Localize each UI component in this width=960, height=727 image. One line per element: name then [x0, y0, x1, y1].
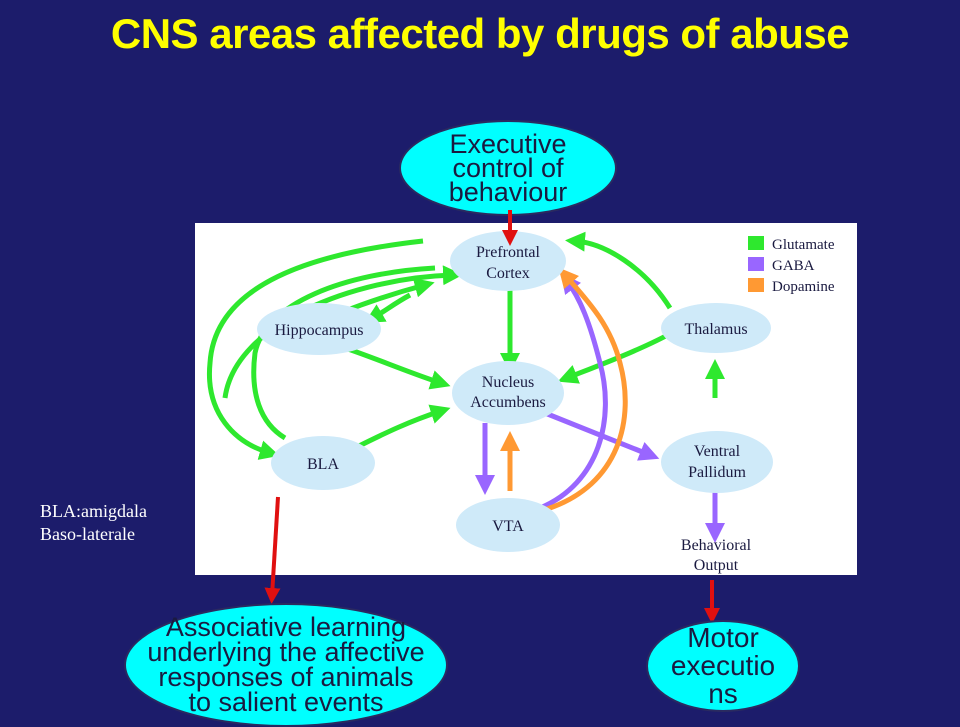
legend-label-gaba: GABA: [772, 258, 815, 274]
bla-note-line: Baso-laterale: [40, 524, 135, 544]
thalamus-to-pfc-arrow: [565, 231, 673, 310]
hippocampus-node: [257, 303, 381, 355]
gaba-pathways: [475, 273, 725, 543]
vta-node: [456, 498, 560, 552]
nucleus-label-line2: Accumbens: [470, 394, 546, 411]
callout-line: responses of animals: [158, 662, 414, 692]
bla-node: [271, 436, 375, 490]
nucleus-label-line1: Nucleus: [482, 374, 534, 391]
behavioral-output-line1: Behavioral: [681, 537, 752, 554]
hippocampus-to-accumbens-arrow: [344, 345, 451, 390]
pfc-to-hippocampus-arrow: [364, 292, 412, 324]
legend-swatch-dopamine: [748, 278, 764, 292]
vta-to-pfc-gaba-arrow: [539, 273, 608, 511]
prefrontal-label-line1: Prefrontal: [476, 244, 541, 261]
callout-line: executio: [670, 650, 776, 681]
legend-label-glutamate: Glutamate: [772, 237, 835, 253]
circuit-svg: Prefrontal Cortex Hippocampus Thalamus N…: [206, 231, 835, 574]
behavioral-output-line2: Output: [694, 557, 739, 574]
thalamus-label: Thalamus: [684, 321, 747, 338]
legend: Glutamate GABA Dopamine: [748, 236, 835, 295]
callout-line: ns: [708, 678, 738, 709]
bla-note: BLA:amigdala Baso-laterale: [40, 500, 147, 546]
slide-title: CNS areas affected by drugs of abuse: [110, 10, 850, 57]
ventral-pallidum-node: [661, 431, 773, 493]
brain-circuit-diagram: Prefrontal Cortex Hippocampus Thalamus N…: [195, 223, 857, 575]
thalamus-node: [661, 303, 771, 353]
vta-to-pfc-dopamine-arrow: [546, 267, 628, 512]
prefrontal-label-line2: Cortex: [486, 265, 530, 282]
bla-note-line: BLA:amigdala: [40, 501, 147, 521]
callout-line: control of: [452, 153, 564, 183]
motor-execution-callout: Motor executio ns: [646, 620, 800, 712]
vta-label: VTA: [492, 518, 524, 535]
ventral-label-line2: Pallidum: [688, 464, 746, 481]
nodes: [257, 231, 773, 552]
dopamine-pathways: [500, 267, 628, 512]
accumbens-to-pallidum-arrow: [544, 410, 660, 461]
prefrontal-cortex-node: [450, 231, 566, 291]
callout-line: to salient events: [188, 687, 384, 717]
hippocampus-label: Hippocampus: [275, 322, 364, 339]
callout-line: Motor: [687, 622, 759, 653]
callout-line: underlying the affective: [147, 637, 425, 667]
legend-label-dopamine: Dopamine: [772, 279, 835, 295]
associative-learning-callout: Associative learning underlying the affe…: [124, 603, 448, 727]
pfc-to-bla-outer-arrow: [206, 238, 424, 460]
callout-line: Associative learning: [165, 612, 407, 642]
nucleus-accumbens-node: [452, 361, 564, 425]
legend-swatch-glutamate: [748, 236, 764, 250]
executive-control-callout: Executive control of behaviour: [399, 120, 617, 216]
bla-label: BLA: [307, 456, 339, 473]
ventral-label-line1: Ventral: [694, 443, 741, 460]
bla-to-accumbens-arrow: [353, 404, 451, 451]
callout-line: Executive: [449, 129, 567, 159]
legend-swatch-gaba: [748, 257, 764, 271]
callout-line: behaviour: [448, 177, 568, 207]
